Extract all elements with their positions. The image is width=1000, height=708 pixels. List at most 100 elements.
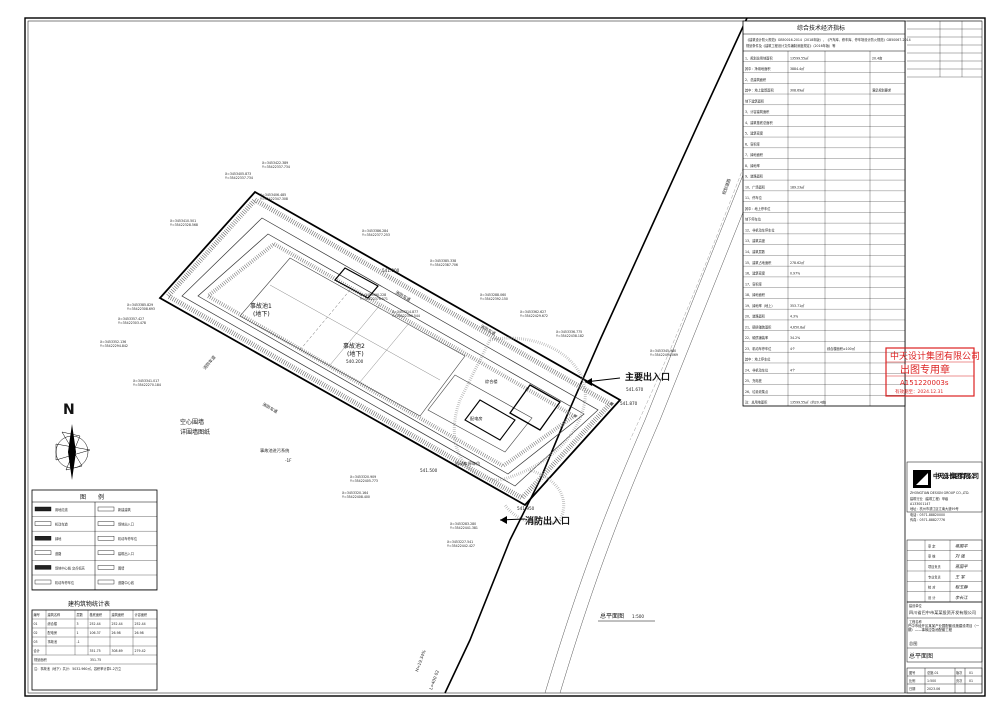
elev-5: 541.000 [382,268,400,273]
svg-text:Y=35422347.308: Y=35422347.308 [260,197,288,201]
svg-text:A151220003s: A151220003s [900,379,949,387]
svg-text:图号: 图号 [909,670,915,675]
svg-text:01: 01 [969,671,973,675]
tech-cell: 34.2% [790,336,800,340]
svg-text:2023.06: 2023.06 [927,687,940,691]
tech-cell: 278.62㎡ [790,260,805,265]
svg-text:出图专用章: 出图专用章 [900,363,950,376]
tech-cell: 2、总建筑面积 [745,77,767,82]
elev-3: 541.500 [420,468,438,473]
svg-text:建构筑物统计表: 建构筑物统计表 [68,600,110,608]
legend-item-2: 绿地 [55,536,62,541]
svg-text:Y=35422337.734: Y=35422337.734 [225,176,253,180]
role-signature: 王 军 [955,574,966,579]
tech-cell: 满足规划要求 [872,88,892,93]
north-arrow-icon: N [55,402,91,480]
role-signature: 蒋国平 [955,543,968,548]
stats-cell: 综合楼 [48,621,58,626]
stats-cell: 26.98 [135,631,144,635]
tech-table: 综合技术经济指标 《建筑设计防火规范》GB50016-2014（2018年版），… [742,20,911,407]
svg-text:X=3453385.829: X=3453385.829 [127,303,153,307]
building-label-3: 机动车停车位 [455,460,480,467]
tech-cell: 26、垃圾收集点 [745,389,769,394]
tech-cell: 3884.4㎡ [790,66,805,71]
legend-item-b-0: 新建建筑 [118,507,132,512]
stats-cell: 配电房 [48,630,58,635]
pool2-elev: 540.200 [346,359,364,364]
svg-text:Y=35422438.182: Y=35422438.182 [556,334,584,338]
site-boundary [158,190,622,507]
site-title: 总平面图 [600,612,624,620]
tech-cell: 地下停车位 [745,217,762,222]
role-label: 审 定 [928,543,936,548]
role-signature: 蒋国平 [955,564,968,569]
svg-text:中天设计集团有限公司: 中天设计集团有限公司 [890,350,980,362]
svg-text:X=3453320.909: X=3453320.909 [350,475,376,479]
tech-cell: 3、计容建筑面积 [745,109,770,114]
svg-text:Y=35422387.706: Y=35422387.706 [430,263,458,267]
tech-cell: 16、建筑密度 [745,271,766,276]
svg-text:四川省巴中市某某投资开发有限公司: 四川省巴中市某某投资开发有限公司 [909,609,976,616]
stats-footer: 规划面积 [34,657,48,662]
svg-text:X=3453288.060: X=3453288.060 [480,293,506,297]
tech-cell: 8、绿地率 [745,163,761,168]
tech-cell: 17、容积率 [745,281,763,286]
svg-text:Y=35422294.842: Y=35422294.842 [100,344,128,348]
tech-cell: 13599.55㎡ [790,55,809,60]
svg-text:版次: 版次 [956,670,963,675]
tech-cell: 7、绿地面积 [745,152,764,157]
role-label: 项目负责 [928,564,941,569]
tech-cell: 13、建筑高度 [745,238,766,243]
site-scale: 1:500 [632,614,644,619]
tech-cell: 5、建筑密度 [745,131,764,136]
tech-cell: 4、建筑基底总面积 [745,120,773,125]
svg-text:X=3453357.427: X=3453357.427 [118,317,144,321]
stats-cell: 252.44 [112,622,123,626]
tech-cell: 15、建筑占地面积 [745,260,772,265]
stats-cell: 02 [34,631,38,635]
svg-text:ZHONGTIAN DESIGN GROUP CO.,LTD: ZHONGTIAN DESIGN GROUP CO.,LTD. [910,491,969,495]
legend-item-b-3: 建筑出入口 [118,551,134,556]
tech-cell: 14、建筑层数 [745,249,766,254]
svg-text:A133001147: A133001147 [910,502,930,506]
svg-text:规划条件及《建筑工程设计文件编制深度规定》（2016年版）等: 规划条件及《建筑工程设计文件编制深度规定》（2016年版）等 [746,43,836,48]
stats-cell: 建筑面积 [112,612,126,617]
role-signature: 李长江 [955,595,968,600]
svg-text:Y=35422429.672: Y=35422429.672 [520,314,548,318]
stats-cell: 252.44 [135,622,146,626]
svg-text:X=3453283.280: X=3453283.280 [450,522,476,526]
tech-cell: 18、绿地面积 [745,292,766,297]
road-label-2: L=400 02 [428,669,440,690]
svg-text:日期: 日期 [909,686,915,691]
tech-cell: 其中：地上停车位 [745,357,771,362]
svg-text:建设单位: 建设单位 [909,603,923,608]
company-logo-icon [913,470,931,488]
tech-cell: 9、道路面积 [745,174,764,179]
svg-text:比例: 比例 [909,678,915,683]
building-label-2: 配电房 [470,415,483,422]
tech-cell: 25、充电桩 [745,378,763,383]
stats-cell: 合计 [34,648,41,653]
tech-cell: 23、机动车停车位 [745,346,772,351]
svg-text:《建筑设计防火规范》GB50016-2014（2018年版）: 《建筑设计防火规范》GB50016-2014（2018年版），《汽车库、修车库、… [746,37,911,42]
tech-cell: 20.4亩 [872,55,882,60]
tech-cell: 其中：净用地面积 [745,66,771,71]
svg-text:有效期至：2024.12.31: 有效期至：2024.12.31 [895,388,943,395]
stats-cell: 编号 [34,612,40,617]
svg-text:X=3453385.338: X=3453385.338 [430,259,456,263]
tech-cell: 308.69㎡ [790,88,805,93]
legend-item-b-5: 道路中心线 [118,580,135,585]
stats-cell: 03 [34,640,38,644]
tech-cell: 22、硬质铺装率 [745,335,769,340]
elev-4: 541.950 [517,506,535,511]
svg-text:X=3453390.228: X=3453390.228 [360,293,386,297]
stats-cell: 252.44 [90,622,101,626]
svg-text:X=3453362.627: X=3453362.627 [520,310,546,314]
tech-cell: 10、广场面积 [745,184,766,189]
stats-cell: 01 [34,622,38,626]
stats-cell: 26.98 [112,631,121,635]
svg-text:中天设计集团有限公司: 中天设计集团有限公司 [933,471,979,480]
svg-text:Y=35422392.150: Y=35422392.150 [480,297,508,301]
elev-1: 541.670 [626,387,644,392]
svg-text:总施-01: 总施-01 [927,670,939,675]
